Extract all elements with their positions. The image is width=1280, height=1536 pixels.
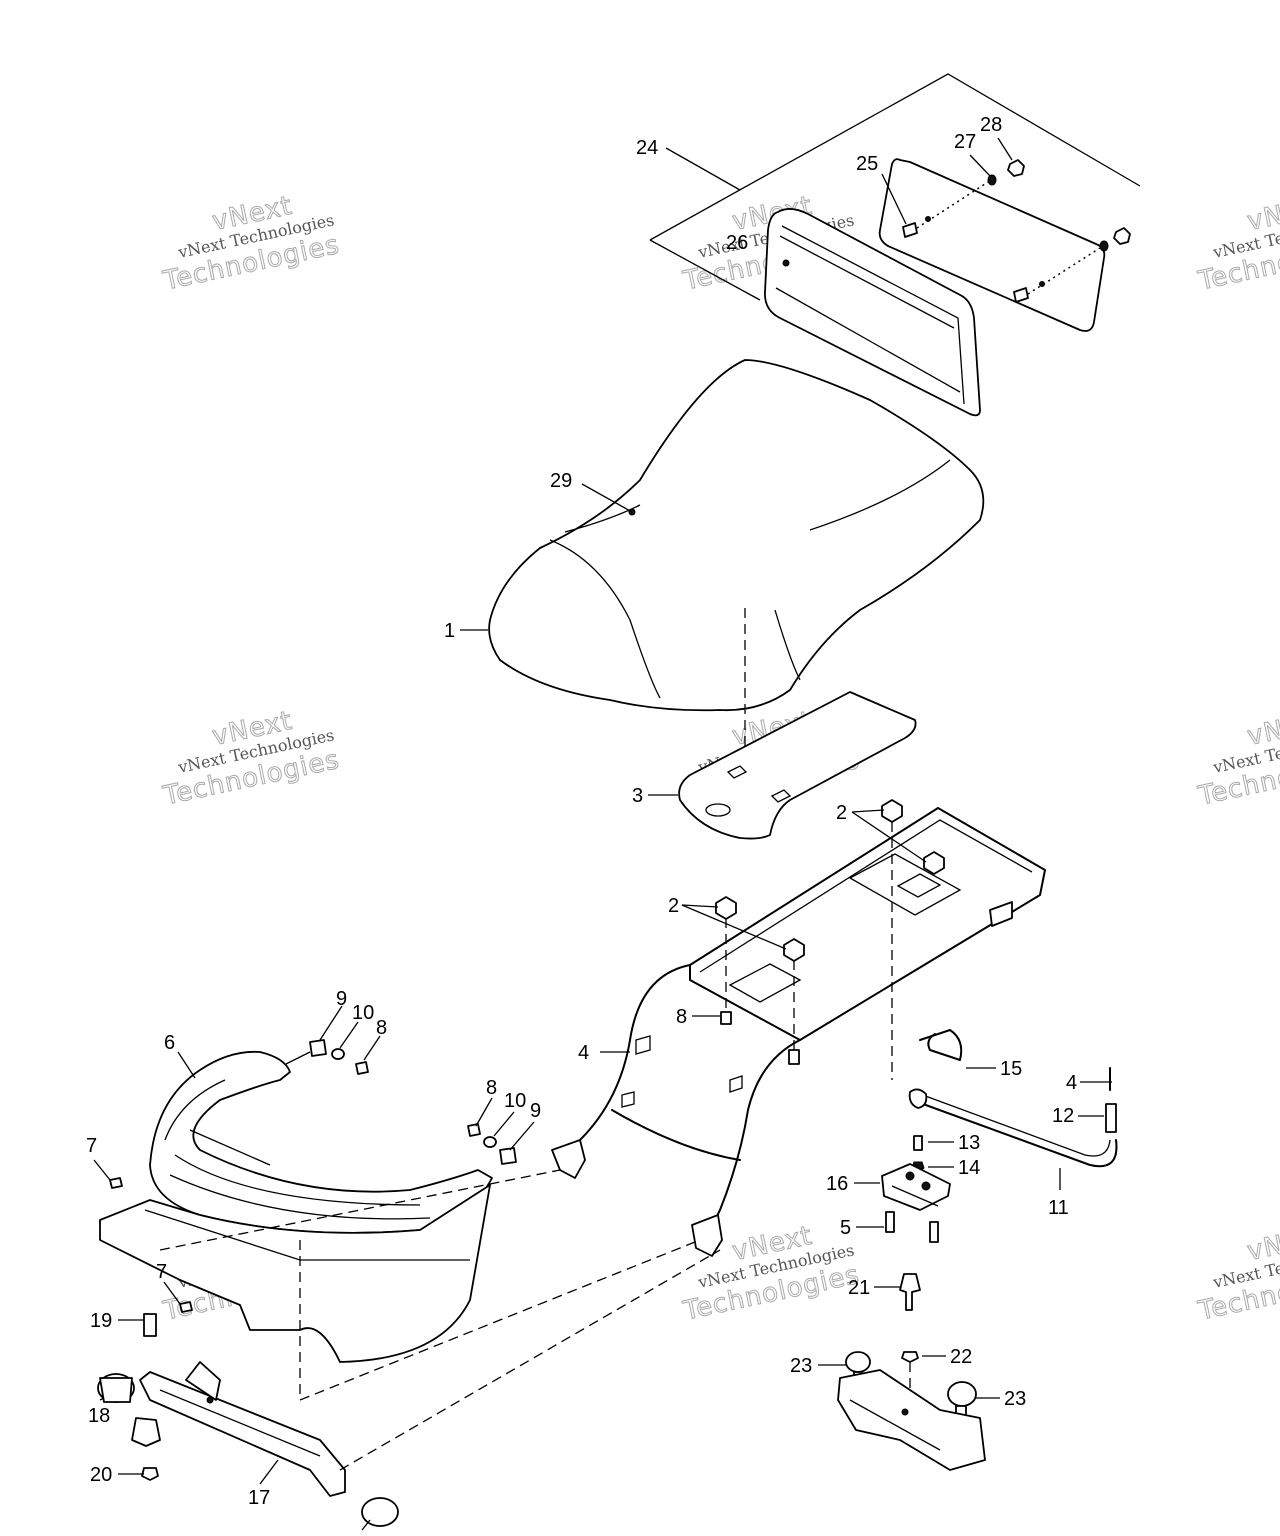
spacer-13: [913, 1135, 923, 1151]
callout-18: 18: [88, 1405, 110, 1427]
callout-6: 6: [164, 1032, 175, 1054]
callout-11: 11: [1048, 1197, 1069, 1219]
callout-7-lower: 7: [156, 1261, 167, 1283]
bolt-group-lower: [1013, 227, 1131, 303]
assembly-dash-2: [339, 1249, 721, 1471]
callout-1: 1: [444, 620, 455, 642]
square-nut-group: [715, 799, 945, 962]
callout-8-right: 8: [486, 1077, 497, 1099]
callout-24: 24: [636, 137, 658, 159]
leader-lines: [93, 137, 1112, 1531]
latch-spring: [919, 1029, 963, 1061]
callout-9-left: 9: [336, 988, 347, 1010]
screws-5: [885, 1211, 939, 1243]
seat-cover: [488, 359, 985, 712]
callout-19: 19: [90, 1310, 112, 1332]
callout-27: 27: [954, 131, 976, 153]
bolt-group-upper: [902, 159, 1025, 238]
bolt-19: [143, 1313, 157, 1337]
bumper-bracket: [837, 1369, 986, 1471]
watermark-9: vNext vNext Technologies Technologies: [1195, 1220, 1280, 1327]
bumper-bottom: [361, 1497, 399, 1527]
callout-26: 26: [726, 232, 748, 254]
callout-23-left: 23: [790, 1355, 812, 1377]
assembly-dash-1: [299, 1239, 701, 1401]
callout-10-left: 10: [352, 1002, 374, 1024]
callout-29: 29: [550, 470, 572, 492]
latch-pivot: [908, 1088, 928, 1109]
backrest-part: [764, 208, 981, 417]
callout-5: 5: [840, 1217, 851, 1239]
watermark-4: vNext vNext Technologies Technologies: [160, 705, 343, 812]
handle-hardware-left: [285, 1039, 369, 1075]
callout-20: 20: [90, 1464, 112, 1486]
handle-hardware-right: [467, 1123, 517, 1165]
latch-rod: [911, 1099, 1118, 1168]
callout-8-left: 8: [376, 1017, 387, 1039]
latch-bracket: [881, 1163, 951, 1211]
kit-boundary-lines: [649, 73, 1141, 241]
callout-10-right: 10: [504, 1090, 526, 1112]
frame-bolts: [720, 1011, 800, 1065]
callout-21: 21: [848, 1277, 870, 1299]
nut-22: [901, 1351, 919, 1363]
bumper-18: [97, 1373, 135, 1403]
seat-frame: [551, 807, 1046, 1257]
callout-3: 3: [632, 785, 643, 807]
assembly-dash-3: [159, 1169, 561, 1251]
callout-8-frame: 8: [676, 1006, 687, 1028]
callout-7-upper: 7: [86, 1135, 97, 1157]
callout-14: 14: [958, 1157, 980, 1179]
callout-13: 13: [958, 1132, 980, 1154]
watermark-6: vNext vNext Technologies Technologies: [1195, 705, 1280, 812]
rear-grab-handle: [149, 1050, 493, 1234]
seat-base-plate: [678, 691, 917, 840]
nut-20: [141, 1467, 159, 1481]
callout-4-pin: 4: [1066, 1072, 1077, 1094]
callout-23-right: 23: [1004, 1388, 1026, 1410]
watermark-1: vNext vNext Technologies Technologies: [160, 190, 343, 297]
callout-16: 16: [826, 1173, 848, 1195]
callout-labels: 24 25 26 27 28 29 1 3 2 2 8 4 15 4 12 13…: [86, 114, 1077, 1509]
callout-28: 28: [980, 114, 1002, 136]
pin-21: [899, 1273, 921, 1311]
pin-12: [1105, 1103, 1117, 1133]
latch-rod-inner: [919, 1093, 1111, 1157]
callout-4-frame: 4: [578, 1042, 589, 1064]
lower-rail: [139, 1361, 346, 1497]
callout-2-upper: 2: [836, 802, 847, 824]
screws-7: [109, 1177, 193, 1313]
bumper-23b: [947, 1381, 977, 1417]
clip-part: [131, 1417, 161, 1447]
callout-12: 12: [1052, 1105, 1074, 1127]
kit-boundary-bottom: [649, 239, 761, 301]
callout-17: 17: [248, 1487, 270, 1509]
callout-22: 22: [950, 1346, 972, 1368]
callout-9-right: 9: [530, 1100, 541, 1122]
callout-15: 15: [1000, 1058, 1022, 1080]
callout-25: 25: [856, 153, 878, 175]
watermark-3: vNext vNext Technologies Technologies: [1195, 190, 1280, 297]
callout-2-lower: 2: [668, 895, 679, 917]
